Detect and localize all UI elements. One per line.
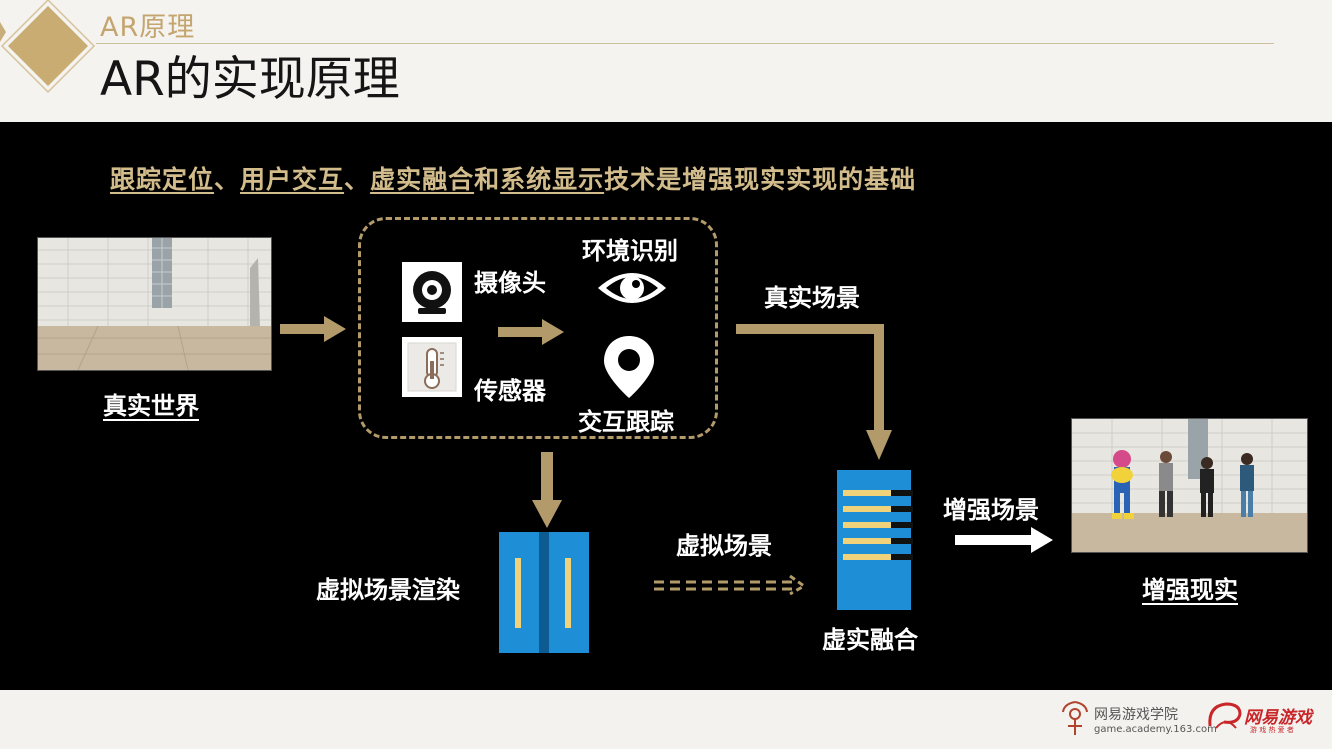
- augmented-scene-label: 增强场景: [943, 496, 1039, 524]
- real-world-label: 真实世界: [103, 392, 199, 420]
- netease-games-logo-icon: [1208, 702, 1242, 729]
- augmented-reality-photo: [1071, 418, 1308, 553]
- env-recognition-label: 环境识别: [582, 237, 678, 265]
- tagline-part: 、: [214, 165, 241, 194]
- slide-footer: [0, 690, 1332, 749]
- camera-label: 摄像头: [474, 269, 546, 297]
- arrow-down-icon: [532, 452, 562, 528]
- tagline: 跟踪定位、用户交互、虚实融合和系统显示技术是增强现实实现的基础: [110, 160, 916, 196]
- render-block-icon: [499, 532, 589, 653]
- arrow-right-icon: [498, 319, 564, 345]
- webcam-icon: [402, 262, 462, 322]
- fusion-label: 虚实融合: [822, 626, 918, 654]
- fusion-block-icon: [837, 470, 913, 610]
- real-scene-label: 真实场景: [764, 284, 860, 312]
- tagline-part: 虚实融合: [370, 165, 475, 194]
- academy-logo-icon: [1062, 701, 1088, 735]
- brand-subtitle: 游 戏 热 爱 者: [1250, 726, 1294, 734]
- real-world-photo: [37, 237, 272, 371]
- elbow-arrow-icon: [736, 324, 892, 460]
- sensor-label: 传感器: [474, 377, 546, 405]
- sensing-group: [358, 217, 718, 439]
- tagline-part: 和: [474, 165, 501, 194]
- title-rule: [96, 43, 1274, 44]
- tagline-part: 系统显示: [500, 165, 605, 194]
- thermometer-icon: [402, 337, 462, 397]
- tagline-part: 跟踪定位: [110, 165, 215, 194]
- brand-name: 网易游戏: [1244, 708, 1312, 728]
- academy-name: 网易游戏学院: [1094, 707, 1178, 723]
- tagline-part: 用户交互: [240, 165, 345, 194]
- slide-title: AR的实现原理: [100, 52, 400, 107]
- tagline-part: 技术是增强现实实现的基础: [604, 165, 917, 194]
- augmented-reality-label: 增强现实: [1142, 576, 1238, 604]
- virtual-render-label: 虚拟场景渲染: [316, 576, 460, 604]
- virtual-scene-label: 虚拟场景: [676, 532, 772, 560]
- location-pin-icon: [604, 336, 654, 398]
- eye-icon: [598, 273, 666, 303]
- slide-header: [0, 0, 1332, 122]
- dashed-arrow-icon: [654, 574, 807, 596]
- interaction-tracking-label: 交互跟踪: [578, 408, 674, 436]
- diamond-decoration: [0, 0, 96, 94]
- arrow-right-icon: [280, 316, 346, 342]
- arrow-right-icon: [955, 527, 1053, 553]
- section-kicker: AR原理: [100, 12, 196, 43]
- tagline-part: 、: [344, 165, 371, 194]
- academy-url: game.academy.163.com: [1094, 724, 1217, 735]
- diagram-panel: [0, 122, 1332, 690]
